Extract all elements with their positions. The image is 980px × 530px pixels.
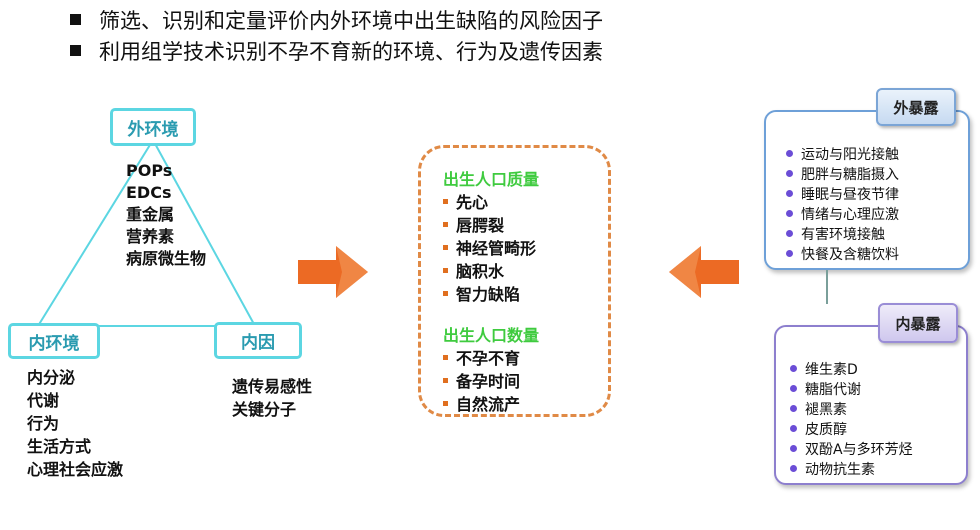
list-item: 行为 [27, 414, 60, 433]
birth-quantity-title: 出生人口数量 [443, 326, 540, 345]
list-item: 肥胖与糖脂摄入 [786, 165, 899, 185]
exposure-connector [826, 270, 828, 304]
list-item: 先心 [443, 191, 539, 214]
list-item: 备孕时间 [443, 370, 539, 393]
bullet-1: 筛选、识别和定量评价内外环境中出生缺陷的风险因子 [70, 6, 603, 37]
list-item: 智力缺陷 [443, 283, 539, 306]
list-item: 维生素D [790, 360, 913, 380]
bullet-dot-icon [786, 250, 793, 257]
square-bullet-icon [70, 45, 81, 56]
list-item: 睡眠与昼夜节律 [786, 185, 899, 205]
list-item: 重金属 [126, 205, 175, 224]
list-item: 运动与阳光接触 [786, 145, 899, 165]
left-arrow-icon [669, 246, 739, 298]
external-exposure-tag: 外暴露 [876, 88, 956, 126]
bullet-dot-icon [790, 425, 797, 432]
bullet-dot-icon [790, 465, 797, 472]
list-item: 内分泌 [27, 368, 76, 387]
inner-environment-label: 内环境 [8, 323, 100, 359]
bullet-dot-icon [443, 355, 448, 360]
list-item: 褪黑素 [790, 400, 913, 420]
bullet-dot-icon [786, 230, 793, 237]
internal-exposure-tag: 内暴露 [878, 303, 958, 343]
bullet-dot-icon [443, 268, 448, 273]
bullet-dot-icon [443, 378, 448, 383]
bullet-dot-icon [790, 405, 797, 412]
list-item: 遗传易感性 [232, 377, 313, 396]
triangle-lines [36, 139, 257, 327]
list-item: 病原微生物 [126, 249, 207, 268]
birth-quality-section: 出生人口质量 先心 唇腭裂 神经管畸形 脑积水 智力缺陷 [443, 168, 539, 306]
bullet-dot-icon [443, 199, 448, 204]
list-item: 唇腭裂 [443, 214, 539, 237]
bullet-dot-icon [786, 210, 793, 217]
list-item: 动物抗生素 [790, 460, 913, 480]
list-item: 双酚A与多环芳烃 [790, 440, 913, 460]
bullet-dot-icon [443, 245, 448, 250]
internal-cause-list: 遗传易感性 关键分子 [232, 375, 312, 421]
internal-exposure-box: 维生素D 糖脂代谢 褪黑素 皮质醇 双酚A与多环芳烃 动物抗生素 [774, 325, 968, 485]
bullet-dot-icon [790, 365, 797, 372]
external-exposure-list: 运动与阳光接触 肥胖与糖脂摄入 睡眠与昼夜节律 情绪与心理应激 有害环境接触 快… [786, 145, 899, 265]
outer-environment-label: 外环境 [110, 108, 196, 146]
list-item: POPs [126, 161, 173, 180]
bullet-dot-icon [443, 222, 448, 227]
list-item: 快餐及含糖饮料 [786, 245, 899, 265]
external-exposure-box: 运动与阳光接触 肥胖与糖脂摄入 睡眠与昼夜节律 情绪与心理应激 有害环境接触 快… [764, 110, 970, 270]
bullet-dot-icon [790, 385, 797, 392]
outer-environment-list: POPs EDCs 重金属 营养素 病原微生物 [126, 160, 206, 270]
list-item: 神经管畸形 [443, 237, 539, 260]
square-bullet-icon [70, 14, 81, 25]
bullet-dot-icon [443, 401, 448, 406]
list-item: 糖脂代谢 [790, 380, 913, 400]
bullet-2: 利用组学技术识别不孕不育新的环境、行为及遗传因素 [70, 37, 603, 68]
bullet-dot-icon [790, 445, 797, 452]
list-item: 心理社会应激 [27, 460, 124, 479]
list-item: 营养素 [126, 227, 175, 246]
list-item: 有害环境接触 [786, 225, 899, 245]
outcome-box: 出生人口质量 先心 唇腭裂 神经管畸形 脑积水 智力缺陷 出生人口数量 不孕不育… [418, 145, 611, 417]
bullet-dot-icon [786, 170, 793, 177]
list-item: 脑积水 [443, 260, 539, 283]
list-item: 不孕不育 [443, 347, 539, 370]
header-bullets: 筛选、识别和定量评价内外环境中出生缺陷的风险因子 利用组学技术识别不孕不育新的环… [70, 6, 603, 68]
right-arrow-icon [298, 246, 368, 298]
bullet-dot-icon [786, 190, 793, 197]
internal-exposure-list: 维生素D 糖脂代谢 褪黑素 皮质醇 双酚A与多环芳烃 动物抗生素 [790, 360, 913, 480]
birth-quantity-section: 出生人口数量 不孕不育 备孕时间 自然流产 [443, 324, 539, 416]
list-item: EDCs [126, 183, 172, 202]
list-item: 关键分子 [232, 400, 297, 419]
list-item: 生活方式 [27, 437, 92, 456]
list-item: 自然流产 [443, 393, 539, 416]
bullet-dot-icon [443, 291, 448, 296]
inner-environment-list: 内分泌 代谢 行为 生活方式 心理社会应激 [27, 366, 123, 481]
bullet-dot-icon [786, 150, 793, 157]
internal-cause-label: 内因 [214, 322, 302, 359]
list-item: 皮质醇 [790, 420, 913, 440]
list-item: 代谢 [27, 391, 60, 410]
list-item: 情绪与心理应激 [786, 205, 899, 225]
birth-quality-title: 出生人口质量 [443, 170, 540, 189]
